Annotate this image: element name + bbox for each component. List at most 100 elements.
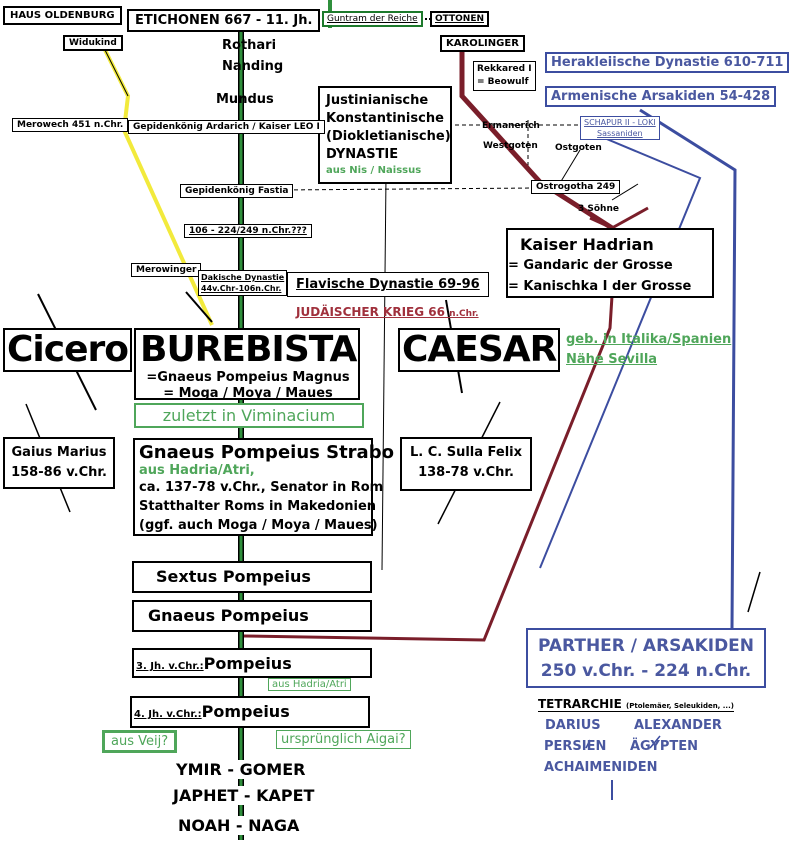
persien-label: PERSIEN <box>544 739 607 754</box>
burebista-label: BUREBISTA <box>140 329 357 370</box>
dates-106-label: 106 - 224/249 n.Chr.??? <box>189 226 307 236</box>
strabo-title: Gnaeus Pompeius Strabo <box>139 442 394 463</box>
burebista-box: BUREBISTA <box>134 328 360 400</box>
etichonen-label: ETICHONEN 667 - 11. Jh. <box>135 13 313 28</box>
aus-veij-label: aus Veij? <box>111 734 169 749</box>
herakleiische-label: Herakleiische Dynastie 610-711 <box>551 55 784 70</box>
parther-title: PARTHER / ARSAKIDEN <box>537 636 755 656</box>
sextus-pompeius-label: Sextus Pompeius <box>156 567 311 586</box>
sulla-box: L. C. Sulla Felix 138-78 v.Chr. <box>400 437 532 491</box>
justinianische-box: Justinianische Konstantinische (Diokleti… <box>318 86 452 184</box>
tetrarchie-sub: (Ptolemäer, Seleukiden, ...) <box>626 702 734 710</box>
ermanerich-label: Ermanerich <box>482 121 540 131</box>
tetrarchie-label: TETRARCHIE (Ptolemäer, Seleukiden, ...) <box>538 697 734 712</box>
pompeius-4jh-box: 4. Jh. v.Chr.:Pompeius <box>130 696 370 728</box>
rekkared-label: Rekkared I <box>477 64 532 74</box>
gaius-marius-box: Gaius Marius 158-86 v.Chr. <box>3 437 115 489</box>
alexander-label: ALEXANDER <box>634 718 722 733</box>
schapur-label: SCHAPUR II - LOKI <box>584 118 656 127</box>
red-line-hadrian <box>243 295 614 642</box>
gepidenkoenig-fastia-label: Gepidenkönig Fastia <box>185 186 289 196</box>
pompeius-3jh-box: 3. Jh. v.Chr.:Pompeius <box>132 648 372 678</box>
gnaeus-pompeius-box: Gnaeus Pompeius <box>132 600 372 632</box>
ottonen-label: OTTONEN <box>435 14 484 24</box>
caesar-box: CAESAR <box>398 328 561 372</box>
red-line-karolinger <box>459 50 614 231</box>
darius-label: DARIUS <box>545 718 601 733</box>
drei-soehne-label: 3 Söhne <box>578 204 619 214</box>
schapur-box: SCHAPUR II - LOKI Sassaniden <box>580 116 660 140</box>
zuletzt-box: zuletzt in Viminacium <box>134 403 364 428</box>
flavische-box: Flavische Dynastie 69-96 <box>287 272 489 297</box>
hadrian-box: Kaiser Hadrian = Gandaric der Grosse = K… <box>506 228 714 298</box>
pompeius-4jh-name: Pompeius <box>201 702 290 721</box>
urspruenglich-label: ursprünglich Aigai? <box>281 732 406 747</box>
guntram-box: Guntram der Reiche <box>322 11 423 27</box>
urspruenglich-box: ursprünglich Aigai? <box>276 730 411 749</box>
dakische-box: Dakische Dynastie 44v.Chr-106n.Chr. <box>198 270 288 296</box>
sassaniden-label: Sassaniden <box>597 129 643 138</box>
karolinger-box: KAROLINGER <box>440 35 525 52</box>
herakleiische-box: Herakleiische Dynastie 610-711 <box>545 52 789 73</box>
japhet-label: JAPHET - KAPET <box>173 786 315 805</box>
burebista-eq-pompeius: =Gnaeus Pompeius Magnus <box>146 370 350 385</box>
aus-nis-label: aus Nis / Naissus <box>326 165 422 176</box>
justinianische-line-1: Justinianische <box>326 93 429 108</box>
pompeius-4jh-prefix: 4. Jh. v.Chr.: <box>134 709 202 720</box>
merowinger-box: Merowinger <box>131 263 202 277</box>
parther-box: PARTHER / ARSAKIDEN 250 v.Chr. - 224 n.C… <box>526 628 766 688</box>
hadrian-eq-gandaric: = Gandaric der Grosse <box>508 258 673 273</box>
flavische-label: Flavische Dynastie 69-96 <box>296 277 480 292</box>
hadrian-eq-kanischka: = Kanischka I der Grosse <box>508 279 692 294</box>
merowech-label: Merowech 451 n.Chr. <box>17 120 124 130</box>
gepidenkoenig-fastia-box: Gepidenkönig Fastia <box>180 184 294 198</box>
geb-italika-label: geb. in Italika/Spanien Nähe Sevilla <box>566 330 731 370</box>
ostrogotha-box: Ostrogotha 249 <box>531 180 621 194</box>
dates-106-box: 106 - 224/249 n.Chr.??? <box>184 224 312 238</box>
mundus-label: Mundus <box>216 92 274 107</box>
widukind-label: Widukind <box>69 38 117 48</box>
pompeius-3jh-prefix: 3. Jh. v.Chr.: <box>136 661 204 672</box>
westgoten-label: Westgoten <box>483 141 538 151</box>
geb-italika-line-2: Nähe Sevilla <box>566 352 658 367</box>
gnaeus-pompeius-label: Gnaeus Pompeius <box>148 606 309 625</box>
tetrarchie-title: TETRARCHIE <box>538 697 622 711</box>
aus-veij-box: aus Veij? <box>102 730 178 753</box>
haus-oldenburg-label: HAUS OLDENBURG <box>10 10 115 21</box>
sulla-dates: 138-78 v.Chr. <box>418 465 514 480</box>
merowech-box: Merowech 451 n.Chr. <box>12 118 129 132</box>
strabo-line-3: Statthalter Roms in Makedonien <box>139 499 377 514</box>
aus-hadria-label: aus Hadria/Atri <box>272 679 347 690</box>
achaimeniden-label: ACHAIMENIDEN <box>544 760 658 775</box>
caesar-label: CAESAR <box>402 329 557 370</box>
justinianische-line-4: DYNASTIE <box>326 147 399 162</box>
aus-hadria-box: aus Hadria/Atri <box>268 678 351 691</box>
beowulf-label: = Beowulf <box>477 77 529 87</box>
gaius-marius-dates: 158-86 v.Chr. <box>11 465 107 480</box>
geb-italika-line-1: geb. in Italika/Spanien <box>566 332 732 347</box>
gaius-marius-name: Gaius Marius <box>11 445 107 460</box>
noah-label: NOAH - NAGA <box>178 816 300 835</box>
gepidenkoenig-ardarich-label: Gepidenkönig Ardarich / Kaiser LEO I <box>133 122 320 132</box>
juedischer-krieg-label: JUDÄISCHER KRIEG 66 n.Chr. <box>296 305 479 319</box>
ottonen-box: OTTONEN <box>430 11 489 27</box>
haus-oldenburg-box: HAUS OLDENBURG <box>3 6 122 25</box>
armenische-label: Armenische Arsakiden 54-428 <box>551 89 771 104</box>
blue-line-arsakiden <box>639 108 737 629</box>
strabo-line-2: ca. 137-78 v.Chr., Senator in Rom <box>139 480 384 495</box>
juedischer-krieg-text: JUDÄISCHER KRIEG 66 <box>296 305 445 319</box>
guntram-label: Guntram der Reiche <box>327 14 418 24</box>
rothari-label: Rothari <box>222 38 277 53</box>
sulla-name: L. C. Sulla Felix <box>409 445 523 460</box>
rekkared-box: Rekkared I = Beowulf <box>473 61 536 91</box>
burebista-eq-moga: = Moga / Moya / Maues <box>163 386 333 401</box>
sextus-pompeius-box: Sextus Pompeius <box>132 561 372 593</box>
merowinger-label: Merowinger <box>136 265 197 275</box>
justinianische-line-2: Konstantinische <box>326 111 444 126</box>
cicero-label: Cicero <box>7 329 129 370</box>
dakische-line-2: 44v.Chr-106n.Chr. <box>201 284 282 293</box>
parther-dates: 250 v.Chr. - 224 n.Chr. <box>540 661 752 681</box>
aegypten-label: ÄGYPTEN <box>630 739 699 754</box>
ymir-label: YMIR - GOMER <box>176 760 306 779</box>
ostrogotha-label: Ostrogotha 249 <box>536 182 616 192</box>
